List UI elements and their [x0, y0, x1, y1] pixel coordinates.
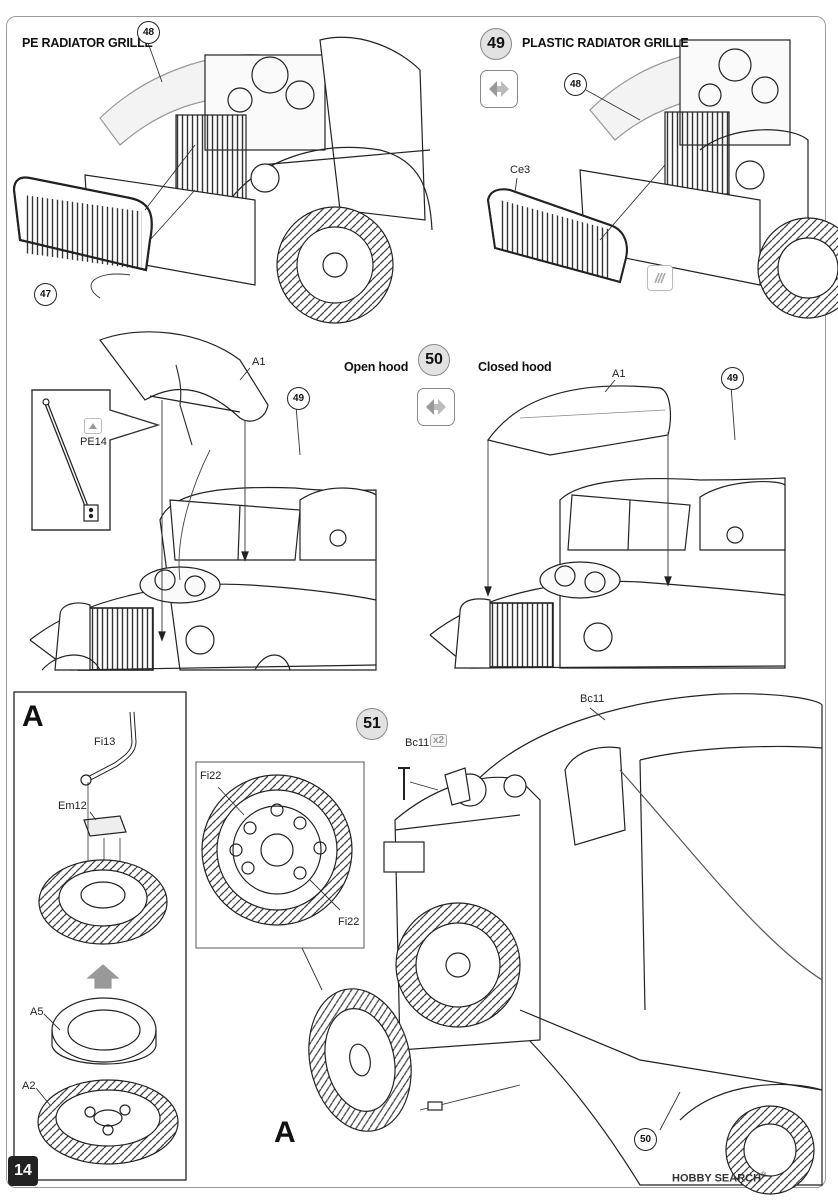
swap-arrows-icon — [480, 70, 518, 108]
ref-circle-49-open: 49 — [287, 387, 310, 410]
part-label-bc11-top: Bc11 — [580, 693, 605, 705]
page-number: 14 — [8, 1156, 38, 1186]
step50-closed-drawing — [429, 379, 786, 669]
part-label-pe14: PE14 — [80, 436, 107, 448]
part-label-a2: A2 — [22, 1080, 36, 1092]
watermark-registered: ® — [761, 1172, 767, 1179]
step49-title: PLASTIC RADIATOR GRILLE — [522, 36, 689, 50]
ref-circle-49-closed: 49 — [721, 367, 744, 390]
watermark: HOBBY SEARCH® — [672, 1172, 766, 1185]
part-label-fi22-bottom: Fi22 — [338, 916, 360, 928]
part-label-a1-open: A1 — [252, 356, 266, 368]
step-number-49: 49 — [480, 28, 512, 60]
ref-circle-48b: 48 — [564, 73, 587, 96]
step51-detail-drawing — [195, 761, 365, 991]
pe-part-icon — [84, 418, 102, 434]
part-label-a5: A5 — [30, 1006, 44, 1018]
step50-open-title: Open hood — [344, 360, 409, 374]
part-label-em12: Em12 — [58, 800, 87, 812]
watermark-text: HOBBY SEARCH — [672, 1172, 762, 1185]
part-label-bc11-left: Bc11 — [405, 737, 430, 749]
part-label-ce3: Ce3 — [510, 164, 531, 176]
part-label-fi22-top: Fi22 — [200, 770, 222, 782]
part-label-a1-closed: A1 — [612, 368, 626, 380]
ref-circle-48: 48 — [137, 21, 160, 44]
step50-closed-title: Closed hood — [478, 360, 552, 374]
ref-circle-50: 50 — [634, 1128, 657, 1151]
step-number-51: 51 — [356, 708, 388, 740]
step48-drawing — [12, 36, 433, 324]
step49-drawing — [486, 39, 838, 319]
alternative-icon — [417, 388, 455, 426]
photo-etch-icon — [647, 265, 673, 291]
ref-circle-47: 47 — [34, 283, 57, 306]
step48-title: PE RADIATOR GRILLE — [22, 36, 153, 50]
page-frame — [6, 16, 826, 1188]
step51-truck-drawing — [308, 693, 823, 1195]
quantity-multiplier: x2 — [430, 734, 448, 747]
part-label-fi13: Fi13 — [94, 736, 116, 748]
step-number-50: 50 — [418, 344, 450, 376]
step50-open-drawing — [29, 331, 377, 671]
subassembly-a-drawing — [13, 691, 187, 1181]
subassembly-letter: A — [22, 700, 44, 733]
wheel-assembly-letter: A — [274, 1116, 296, 1149]
